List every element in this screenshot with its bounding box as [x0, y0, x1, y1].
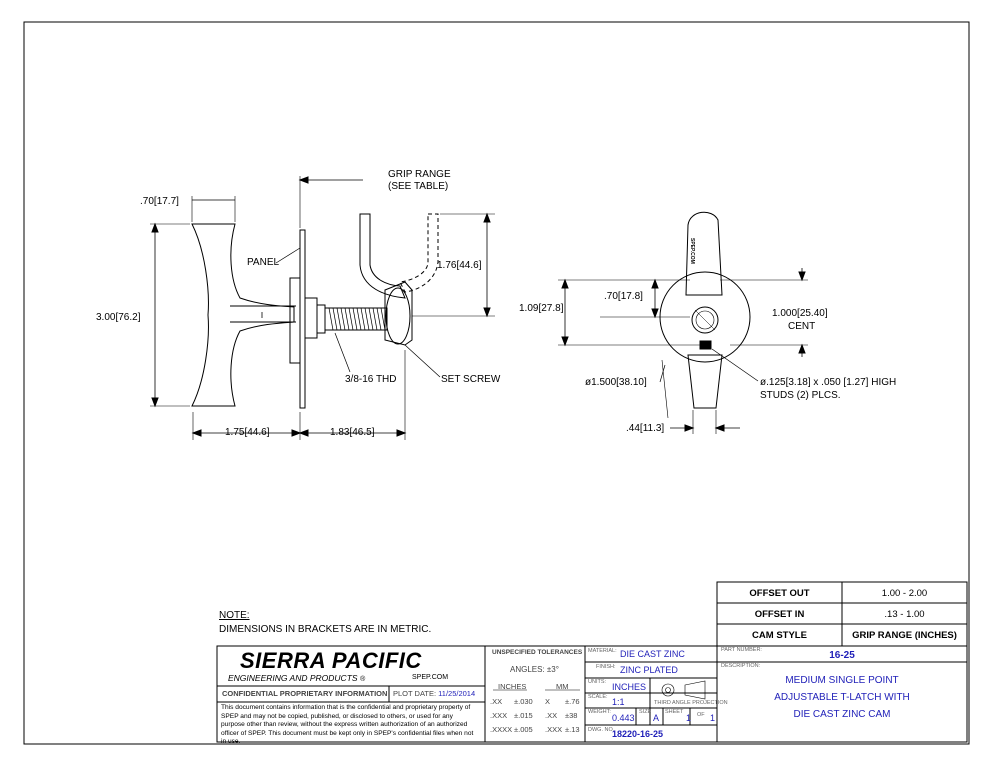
cam-body: [384, 281, 413, 346]
finish-value: ZINC PLATED: [620, 665, 678, 675]
dim-handle-thickness: .70[17.7]: [140, 196, 179, 207]
material-value: DIE CAST ZINC: [620, 649, 685, 659]
part-number-label: PART NUMBER:: [721, 647, 762, 653]
confidential-text: This document contains information that …: [221, 704, 474, 746]
tolerance-row: .XXXX±.005.XXX±.13: [490, 725, 580, 734]
tolerance-angles: ANGLES: ±3°: [510, 665, 559, 674]
grip-row-label: CAM STYLE: [752, 630, 807, 641]
dim-body-inner: .70[17.8]: [604, 291, 643, 302]
label-grip-range: GRIP RANGE: [388, 169, 451, 180]
scale-label: SCALE:: [588, 694, 608, 700]
mm-header: MM: [556, 682, 569, 691]
sheet-label: SHEET: [665, 709, 684, 715]
part-number: 16-25: [829, 650, 855, 661]
note-text: DIMENSIONS IN BRACKETS ARE IN METRIC.: [219, 624, 432, 635]
label-studs-line2: STUDS (2) PLCS.: [760, 390, 841, 401]
weight-value: 0.443: [612, 713, 635, 723]
grip-row-label: OFFSET IN: [754, 609, 805, 620]
grip-row-value: GRIP RANGE (INCHES): [852, 630, 957, 641]
dim-center-dist: 1.000[25.40]: [772, 308, 828, 319]
nut: [304, 297, 318, 339]
of-label: OF: [697, 712, 705, 718]
description-label: DESCRIPTION:: [721, 663, 761, 669]
t-handle: [191, 223, 295, 407]
label-panel: PANEL: [247, 257, 280, 268]
sheet-border: [23, 21, 970, 745]
description-line: DIE CAST ZINC CAM: [793, 709, 891, 720]
dwg-label: DWG. NO.: [588, 727, 615, 733]
cam-arm: [359, 213, 406, 299]
label-see-table: (SEE TABLE): [388, 181, 449, 192]
company-subtitle: ENGINEERING AND PRODUCTS ®: [228, 673, 366, 683]
label-set-screw: SET SCREW: [441, 374, 501, 385]
lower-stud: [687, 354, 723, 409]
scale-value: 1:1: [612, 697, 625, 707]
dim-cam-height: 1.76[44.6]: [437, 260, 482, 271]
note-title: NOTE:: [219, 610, 250, 621]
dwg-number: 18220-16-25: [612, 729, 664, 739]
dim-handle-height: 3.00[76.2]: [96, 312, 141, 323]
dim-diameter: ø1.500[38.10]: [585, 377, 647, 388]
size-label: SIZE: [639, 709, 652, 715]
weight-label: WEIGHT:: [588, 709, 611, 715]
units-value: INCHES: [612, 682, 647, 692]
part-stamp: SPEP.COM: [689, 238, 695, 264]
sheet-total: 1: [710, 713, 716, 723]
sheet-value: 1: [686, 713, 692, 723]
upper-lever: [685, 211, 723, 296]
finish-label: FINISH:: [596, 664, 616, 670]
panel: [299, 229, 306, 409]
label-center: CENT: [788, 321, 816, 332]
description-line: MEDIUM SINGLE POINT: [785, 675, 899, 686]
projection-label: THIRD ANGLE PROJECTION: [654, 700, 728, 706]
grip-row-value: .13 - 1.00: [884, 609, 925, 620]
tolerances-title: UNSPECIFIED TOLERANCES: [492, 649, 583, 656]
dim-stud-width: .44[11.3]: [626, 423, 665, 434]
center-hole: [691, 306, 719, 334]
company-website: SPEP.COM: [412, 674, 449, 681]
description-line: ADJUSTABLE T-LATCH WITH: [774, 692, 910, 703]
size-value: A: [653, 713, 660, 723]
cam-arm-alt: [399, 213, 439, 293]
company-name: SIERRA PACIFIC: [240, 648, 422, 673]
stud: [699, 340, 712, 350]
label-studs-line1: ø.125[3.18] x .050 [1.27] HIGH: [760, 377, 897, 388]
grip-row-value: 1.00 - 2.00: [881, 588, 928, 599]
material-label: MATERIAL:: [588, 648, 617, 654]
dim-body-offset: 1.09[27.8]: [519, 303, 564, 314]
plot-date: PLOT DATE: 11/25/2014: [393, 689, 476, 698]
dim-handle-depth: 1.75[44.6]: [225, 427, 270, 438]
confidential-label: CONFIDENTIAL PROPRIETARY INFORMATION: [222, 689, 388, 698]
units-label: UNITS:: [588, 679, 607, 685]
threaded-shaft: [324, 307, 388, 331]
label-thread: 3/8-16 THD: [345, 374, 397, 385]
inches-header: INCHES: [498, 682, 527, 691]
tolerance-row: .XXX±.015.XX±38: [490, 711, 578, 720]
dim-shaft-length: 1.83[46.5]: [330, 427, 375, 438]
washer: [289, 277, 301, 364]
grip-row-label: OFFSET OUT: [749, 588, 810, 599]
